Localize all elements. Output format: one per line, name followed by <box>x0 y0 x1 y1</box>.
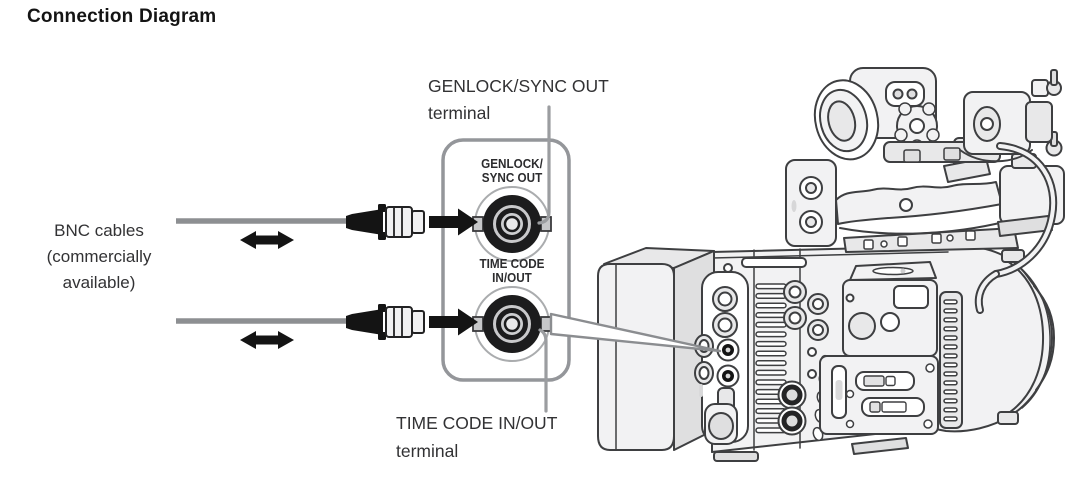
cable-loop <box>974 142 1058 314</box>
plug-arrow-bottom-icon <box>429 308 478 336</box>
genlock-sync-out-connector <box>472 186 552 262</box>
viewfinder <box>813 67 1001 183</box>
plug-arrow-top-icon <box>429 208 478 236</box>
genlock-callout-label: GENLOCK/SYNC OUT terminal <box>428 73 609 127</box>
heat-sink-fins <box>755 283 787 434</box>
camera-timecode-terminal <box>716 364 740 388</box>
terminal-strip <box>694 271 749 445</box>
timecode-terminal-suffix: terminal <box>396 441 459 461</box>
side-panel-lower <box>819 355 939 435</box>
time-code-in-out-connector <box>472 286 552 362</box>
camera-genlock-terminal <box>716 338 740 362</box>
lens-barrel <box>997 249 1055 425</box>
bnc-cable-top <box>176 204 478 249</box>
camera-illustration <box>597 67 1065 462</box>
top-mount-plate <box>843 227 1019 253</box>
genlock-leader-line <box>537 105 551 225</box>
bidirectional-arrow-bottom-icon <box>240 331 294 349</box>
front-fins <box>939 291 963 429</box>
timecode-callout-label: TIME CODE IN/OUT terminal <box>396 409 557 465</box>
bnc-cable-bottom <box>176 304 478 349</box>
bnc-plug-bottom <box>346 304 425 340</box>
bnc-plug-top <box>346 204 425 240</box>
page-title: Connection Diagram <box>27 6 217 27</box>
mic-holder <box>959 69 1062 163</box>
side-panel-upper <box>842 261 938 357</box>
genlock-terminal-name: GENLOCK/SYNC OUT <box>428 76 609 96</box>
timecode-leader-line <box>538 328 548 413</box>
genlock-terminal-suffix: terminal <box>428 103 491 123</box>
eyecup-icon <box>813 79 880 161</box>
bidirectional-arrow-top-icon <box>240 231 294 249</box>
magnifier-wedge <box>549 312 722 353</box>
camera-feet <box>713 437 909 462</box>
timecode-terminal-name: TIME CODE IN/OUT <box>396 413 558 433</box>
panel-timecode-port-label: TIME CODE IN/OUT <box>479 256 545 285</box>
panel-genlock-port-label: GENLOCK/ SYNC OUT <box>481 156 543 185</box>
bnc-cables-label: BNC cables (commercially available) <box>46 221 152 292</box>
